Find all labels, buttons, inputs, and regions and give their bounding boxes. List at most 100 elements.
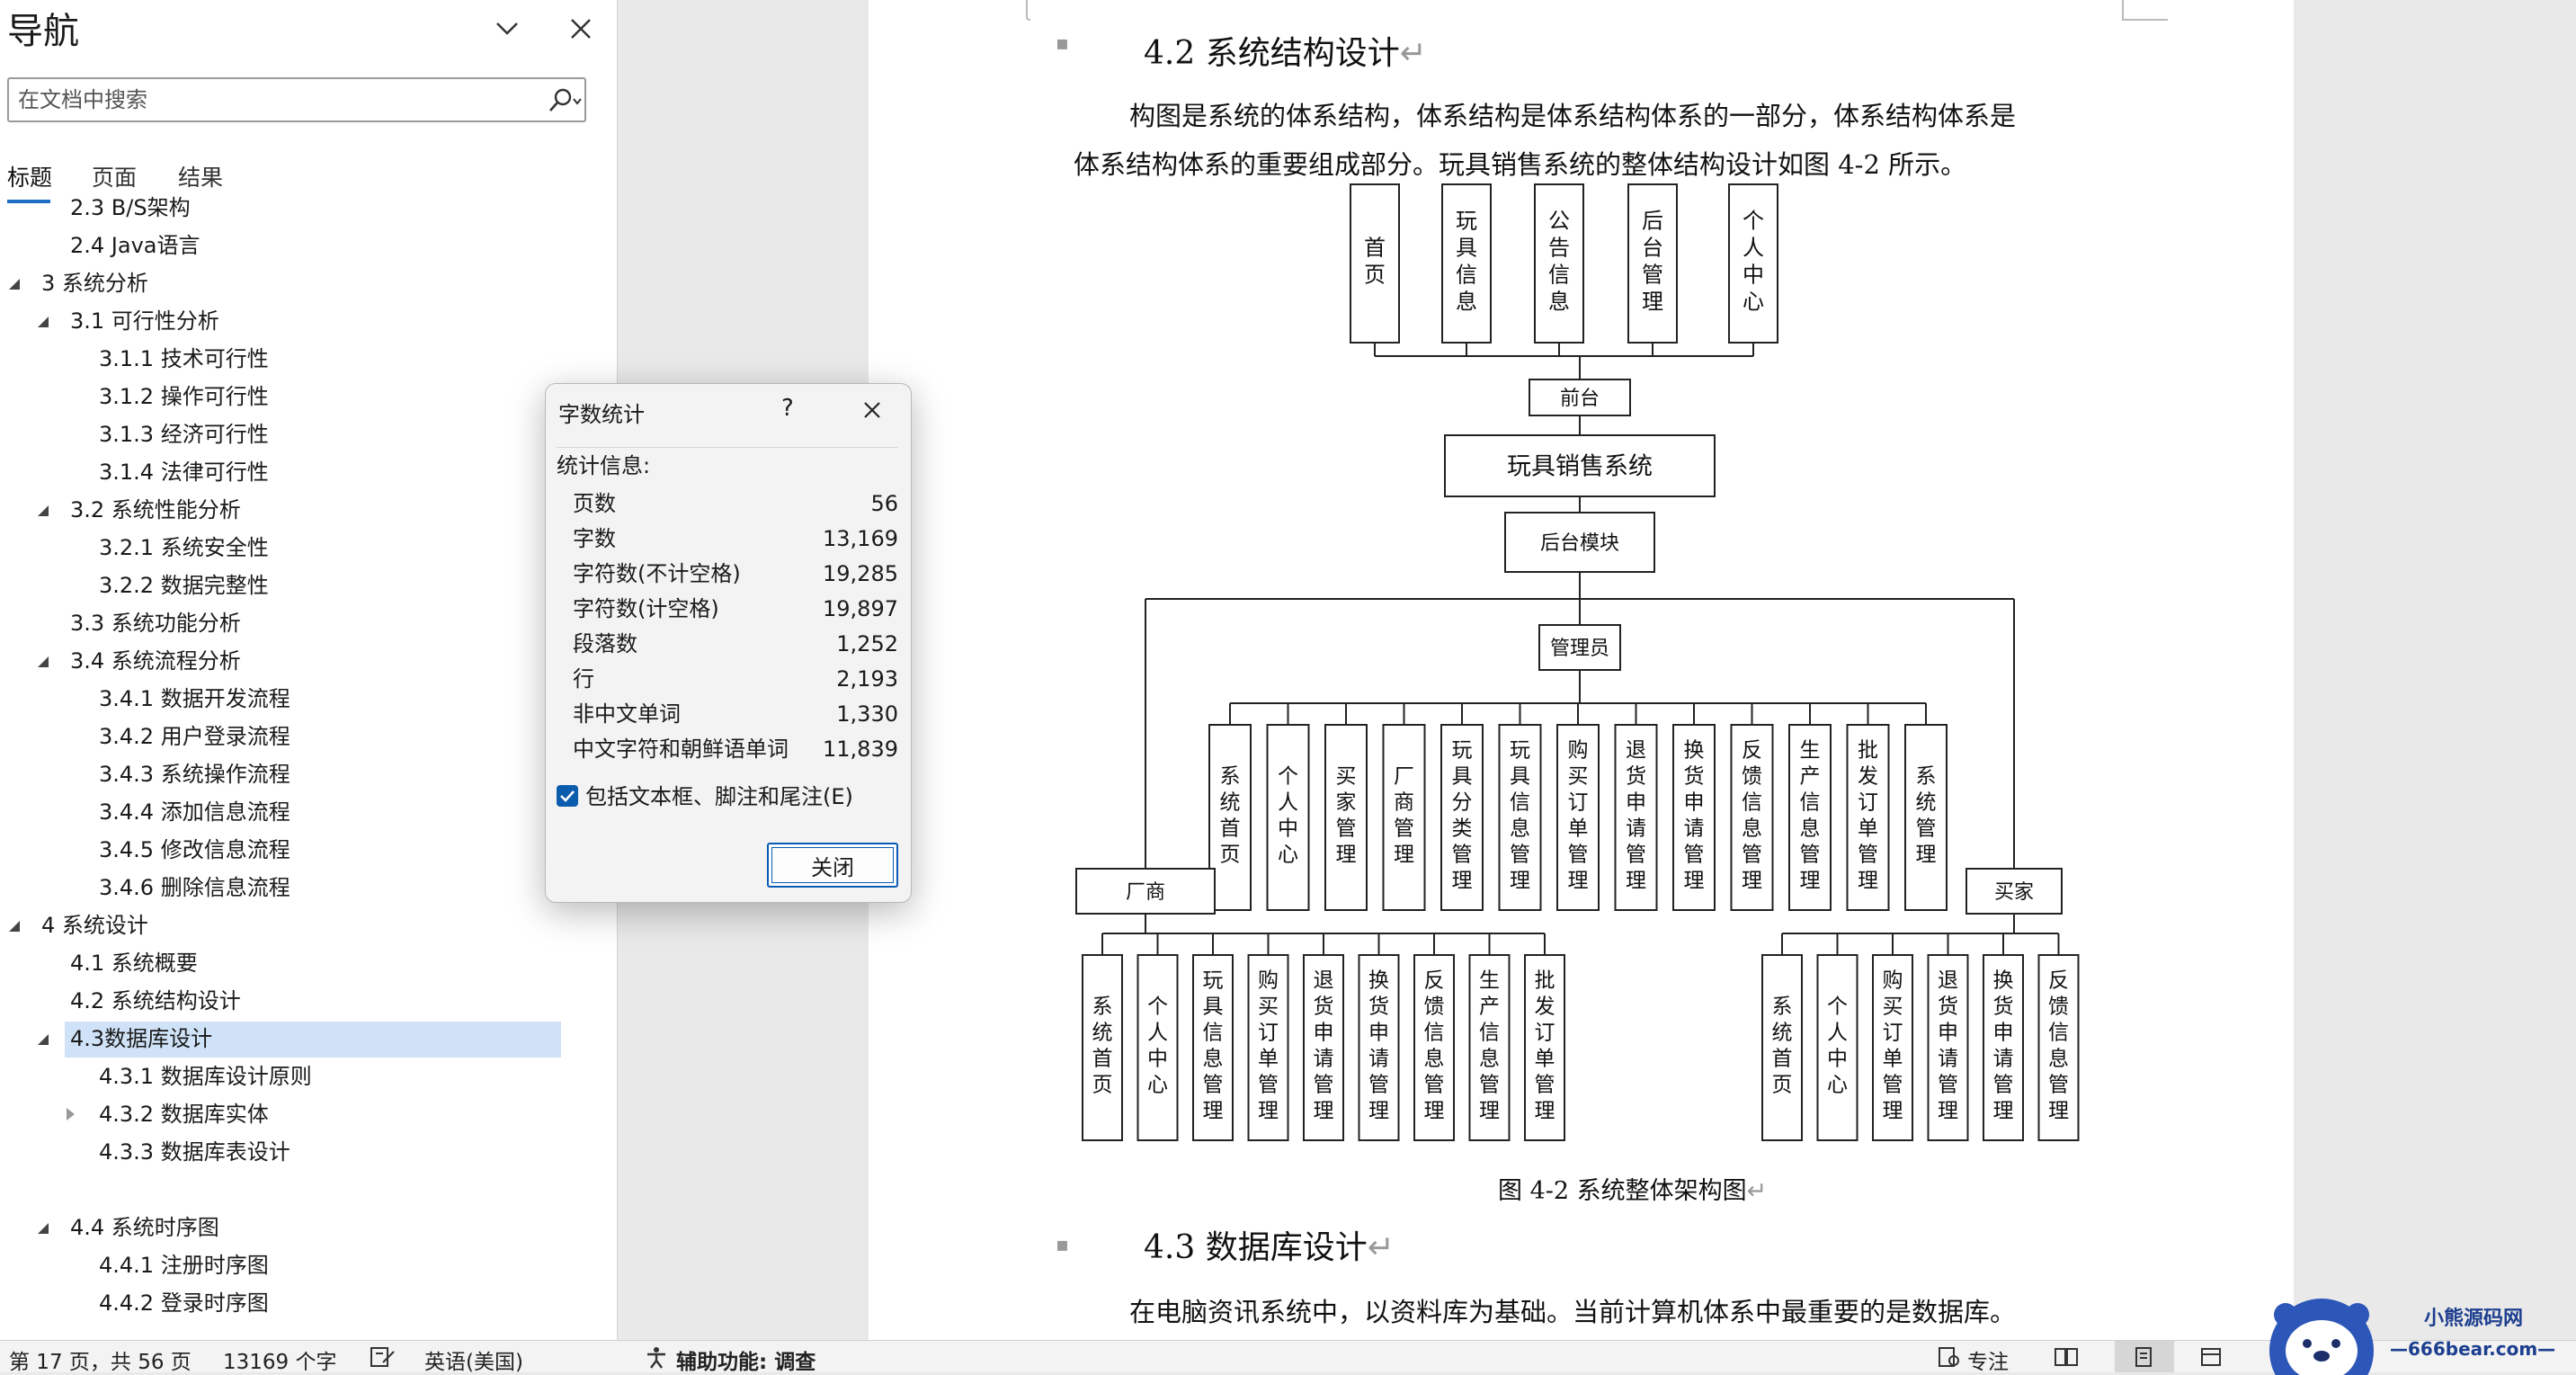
outline-item-label: 3.1.4 法律可行性	[99, 460, 269, 485]
admin-child-label: 系统首页	[1220, 765, 1241, 867]
proofing-icon[interactable]	[369, 1346, 396, 1368]
architecture-diagram: 首页玩具信息公告信息后台管理个人中心前台玩具销售系统后台模块管理员系统首页个人中…	[1075, 183, 2080, 1141]
close-button[interactable]: 关闭	[767, 843, 898, 888]
outline-item[interactable]: 4.1 系统概要	[0, 946, 617, 980]
heading-4-2[interactable]: 4.2 系统结构设计↵	[1144, 35, 1427, 72]
vendor-node-label: 厂商	[1126, 881, 1165, 904]
outline-item[interactable]: 3.1 可行性分析	[0, 304, 617, 338]
language-indicator[interactable]: 英语(美国)	[424, 1351, 523, 1374]
buyer-node-label: 买家	[1994, 881, 2034, 904]
outline-item[interactable]: 3.4 系统流程分析	[0, 644, 617, 678]
outline-item[interactable]: 3.4.6 删除信息流程	[0, 871, 617, 905]
tab-pages[interactable]: 页面	[92, 165, 138, 191]
backend-node: 后台模块	[1504, 512, 1655, 573]
outline-item[interactable]: 3.4.5 修改信息流程	[0, 833, 617, 867]
chevron-down-icon[interactable]	[491, 13, 523, 45]
vendor-child-label: 购买订单管理	[1258, 969, 1279, 1123]
expanded-triangle-icon[interactable]	[38, 656, 49, 667]
vendor-child-label: 退货申请管理	[1314, 969, 1334, 1123]
dialog-close-icon[interactable]	[859, 397, 886, 424]
expanded-triangle-icon[interactable]	[38, 317, 49, 327]
read-mode-icon[interactable]	[2054, 1346, 2079, 1368]
outline-item[interactable]: 4.2 系统结构设计	[0, 984, 617, 1018]
admin-child-label: 退货申请管理	[1626, 739, 1646, 893]
outline-item[interactable]: 2.3 B/S架构	[0, 191, 617, 225]
admin-child-label: 玩具信息管理	[1510, 739, 1530, 893]
outline-item[interactable]: 3.1.4 法律可行性	[0, 455, 617, 489]
outline-item[interactable]: 4.4 系统时序图	[0, 1210, 617, 1245]
vendor-child-label: 批发订单管理	[1535, 969, 1555, 1123]
outline-item[interactable]: 3.4.4 添加信息流程	[0, 795, 617, 829]
buyer-child: 反馈信息管理	[2037, 954, 2080, 1141]
outline-item[interactable]: 3.3 系统功能分析	[0, 606, 617, 640]
focus-mode-label[interactable]: 专注	[1967, 1351, 2009, 1374]
outline-item[interactable]	[0, 1173, 617, 1207]
heading-4-3[interactable]: 4.3 数据库设计↵	[1144, 1229, 1395, 1266]
print-layout-button[interactable]	[2115, 1341, 2174, 1372]
page-count[interactable]: 第 17 页，共 56 页	[9, 1351, 192, 1374]
outline-item[interactable]: 3.4.2 用户登录流程	[0, 719, 617, 754]
admin-child: 系统首页	[1208, 724, 1252, 911]
system-node: 玩具销售系统	[1444, 434, 1716, 497]
outline-item-label: 3.2.2 数据完整性	[99, 573, 269, 598]
include-textboxes-label[interactable]: 包括文本框、脚注和尾注(E)	[585, 784, 853, 809]
admin-node: 管理员	[1538, 624, 1621, 671]
outline-item[interactable]: 3.2.1 系统安全性	[0, 531, 617, 565]
outline-item[interactable]: 4.3.1 数据库设计原则	[0, 1059, 617, 1094]
outline-item[interactable]: 3.1.2 操作可行性	[0, 379, 617, 414]
vendor-child: 个人中心	[1136, 954, 1179, 1141]
outline-item[interactable]: 4.3.2 数据库实体	[0, 1097, 617, 1131]
search-icon[interactable]	[543, 85, 583, 116]
close-icon[interactable]	[565, 13, 597, 45]
outline-item[interactable]: 3 系统分析	[0, 266, 617, 300]
outline-item-label: 4.4.2 登录时序图	[99, 1290, 269, 1316]
tab-results[interactable]: 结果	[178, 165, 224, 191]
document-page[interactable]: ▪ 4.2 系统结构设计↵ 构图是系统的体系结构，体系结构是体系结构体系的一部分…	[869, 0, 2294, 1340]
search-box[interactable]	[7, 77, 586, 122]
collapsed-triangle-icon[interactable]	[67, 1108, 75, 1121]
focus-mode-icon[interactable]	[1937, 1346, 1962, 1368]
outline-item[interactable]: 4.4.2 登录时序图	[0, 1286, 617, 1320]
accessibility-status[interactable]: 辅助功能: 调查	[676, 1351, 816, 1374]
outline-item[interactable]: 4 系统设计	[0, 908, 617, 942]
body-paragraph[interactable]: 构图是系统的体系结构，体系结构是体系结构体系的一部分，体系结构体系是	[1129, 101, 2017, 131]
outline-item[interactable]: 3.1.3 经济可行性	[0, 417, 617, 451]
outline-item-label: 3.1.1 技术可行性	[99, 346, 269, 371]
word-count[interactable]: 13169 个字	[223, 1351, 337, 1374]
outline-item[interactable]: 3.2.2 数据完整性	[0, 568, 617, 603]
help-button[interactable]: ?	[781, 395, 794, 422]
vendor-child-label: 反馈信息管理	[1424, 969, 1445, 1123]
body-paragraph[interactable]: 体系结构体系的重要组成部分。玩具销售系统的整体结构设计如图 4-2 所示。	[1074, 149, 1967, 180]
stat-value: 11,839	[823, 737, 898, 762]
admin-child-label: 批发订单管理	[1858, 739, 1878, 893]
expanded-triangle-icon[interactable]	[38, 505, 49, 516]
body-paragraph[interactable]: 在电脑资讯系统中，以资料库为基础。当前计算机体系中最重要的是数据库。	[1129, 1297, 2017, 1327]
outline-item[interactable]: 2.4 Java语言	[0, 228, 617, 263]
outline-item[interactable]: 3.2 系统性能分析	[0, 493, 617, 527]
expanded-triangle-icon[interactable]	[9, 921, 20, 932]
outline-item[interactable]: 3.1.1 技术可行性	[0, 342, 617, 376]
accessibility-icon[interactable]	[644, 1344, 669, 1370]
web-layout-icon[interactable]	[2199, 1346, 2224, 1368]
outline-item[interactable]: 3.4.1 数据开发流程	[0, 682, 617, 716]
outline-item[interactable]: 4.3数据库设计	[0, 1022, 617, 1058]
tab-headings[interactable]: 标题	[7, 165, 53, 191]
stat-label: 字数	[573, 526, 616, 551]
outline-item[interactable]: 3.4.3 系统操作流程	[0, 757, 617, 791]
outline-item[interactable]: 4.4.1 注册时序图	[0, 1248, 617, 1282]
expanded-triangle-icon[interactable]	[38, 1034, 49, 1045]
outline-item[interactable]: 4.3.3 数据库表设计	[0, 1135, 617, 1169]
top-node-label: 公告信息	[1548, 208, 1570, 314]
expanded-triangle-icon[interactable]	[9, 279, 20, 290]
top-node-label: 首页	[1364, 235, 1386, 287]
outline-item-label: 4.4 系统时序图	[70, 1215, 219, 1240]
search-input[interactable]	[18, 79, 521, 121]
include-textboxes-checkbox[interactable]	[557, 785, 578, 807]
expanded-triangle-icon[interactable]	[38, 1223, 49, 1234]
admin-child: 厂商管理	[1382, 724, 1426, 911]
bullet-mark: ▪	[1056, 1234, 1069, 1256]
outline-item-label: 3 系统分析	[41, 271, 148, 296]
backend-node-label: 后台模块	[1540, 532, 1619, 555]
